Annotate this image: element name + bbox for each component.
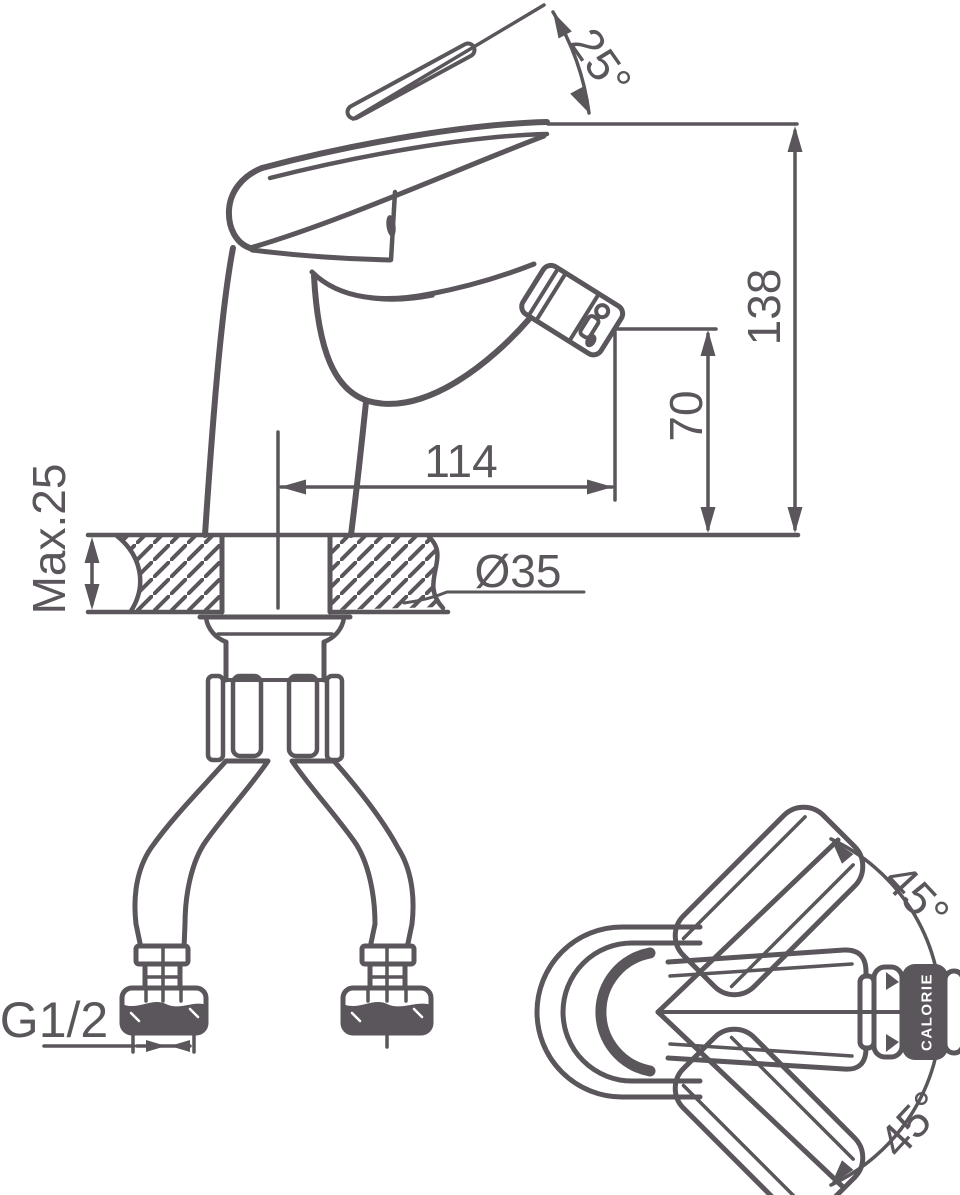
dimension-handle-angle: 25° (351, 3, 799, 126)
dimension-spout-reach: 114 (276, 330, 617, 610)
dimension-label-max25: Max.25 (23, 464, 75, 615)
dimension-hole-diameter: Ø35 (402, 545, 586, 605)
dimension-overall-height: 138 (738, 126, 803, 533)
handle-joint-detail (386, 215, 396, 237)
faucet-top-view: 45° 45° CALORIE (534, 804, 960, 1195)
mounting-shank (197, 614, 353, 763)
spout-aerator (519, 262, 626, 358)
hose-nut-right (340, 985, 434, 1049)
hose-nut-left (119, 985, 209, 1036)
dimension-label-45down: 45° (868, 1081, 953, 1167)
dimension-label-g12: G1/2 (0, 992, 108, 1048)
top-view-aerator: CALORIE (656, 964, 960, 1060)
deck-section (85, 532, 801, 615)
faucet-side-view: 25° 138 70 114 (0, 3, 803, 1054)
flexible-hoses (132, 758, 417, 994)
dimension-label-138: 138 (738, 269, 790, 346)
dimension-label-d35: Ø35 (475, 545, 562, 597)
dimension-spout-height: 70 (612, 327, 718, 533)
brand-label: CALORIE (919, 973, 936, 1051)
brand-band (902, 964, 948, 1060)
top-view-body (534, 924, 703, 1100)
faucet-handle (225, 41, 550, 263)
dimension-deck-thickness: Max.25 (23, 464, 100, 615)
dimension-hose-thread: G1/2 (0, 992, 196, 1054)
dimension-label-45up: 45° (874, 853, 959, 939)
dimension-label-70: 70 (660, 390, 712, 441)
dimension-label-114: 114 (424, 435, 497, 487)
faucet-body (202, 245, 537, 538)
dimension-label-25deg: 25° (560, 19, 642, 106)
swing-angle-lines (655, 837, 845, 1189)
